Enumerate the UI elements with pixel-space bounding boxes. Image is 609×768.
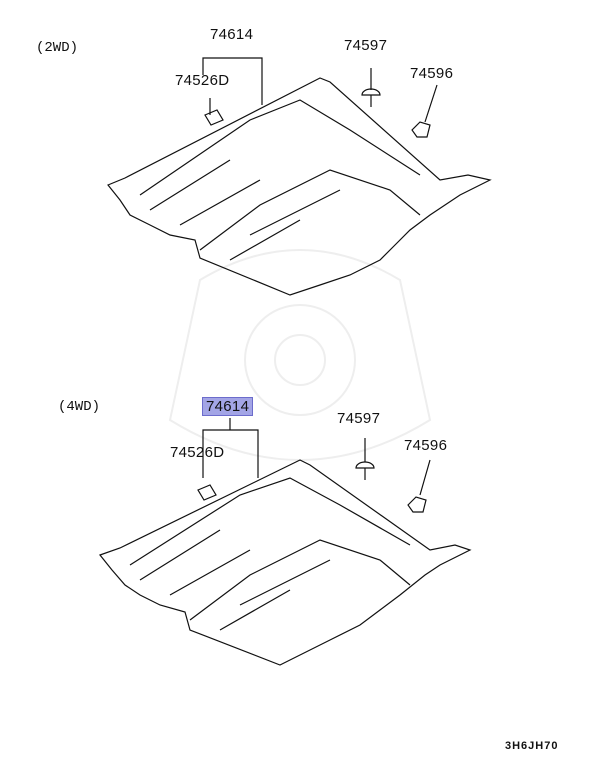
part-label-carpet-highlighted[interactable]: 74614 — [202, 397, 254, 416]
part-label-fastener[interactable]: 74596 — [404, 437, 448, 454]
part-label-fastener[interactable]: 74597 — [344, 37, 388, 54]
part-label-fastener[interactable]: 74596 — [410, 65, 454, 82]
carpet-4wd — [99, 418, 472, 666]
section-title-2wd: (2WD) — [36, 40, 79, 56]
section-title-4wd: (4WD) — [58, 399, 101, 415]
watermark-logo — [168, 249, 432, 461]
part-label-carpet[interactable]: 74614 — [210, 26, 254, 43]
carpet-2wd — [107, 57, 492, 296]
part-label-clip[interactable]: 74526D — [170, 444, 225, 461]
diagram-code: 3H6JH70 — [505, 740, 559, 752]
part-label-clip[interactable]: 74526D — [175, 72, 230, 89]
part-label-fastener[interactable]: 74597 — [337, 410, 381, 427]
